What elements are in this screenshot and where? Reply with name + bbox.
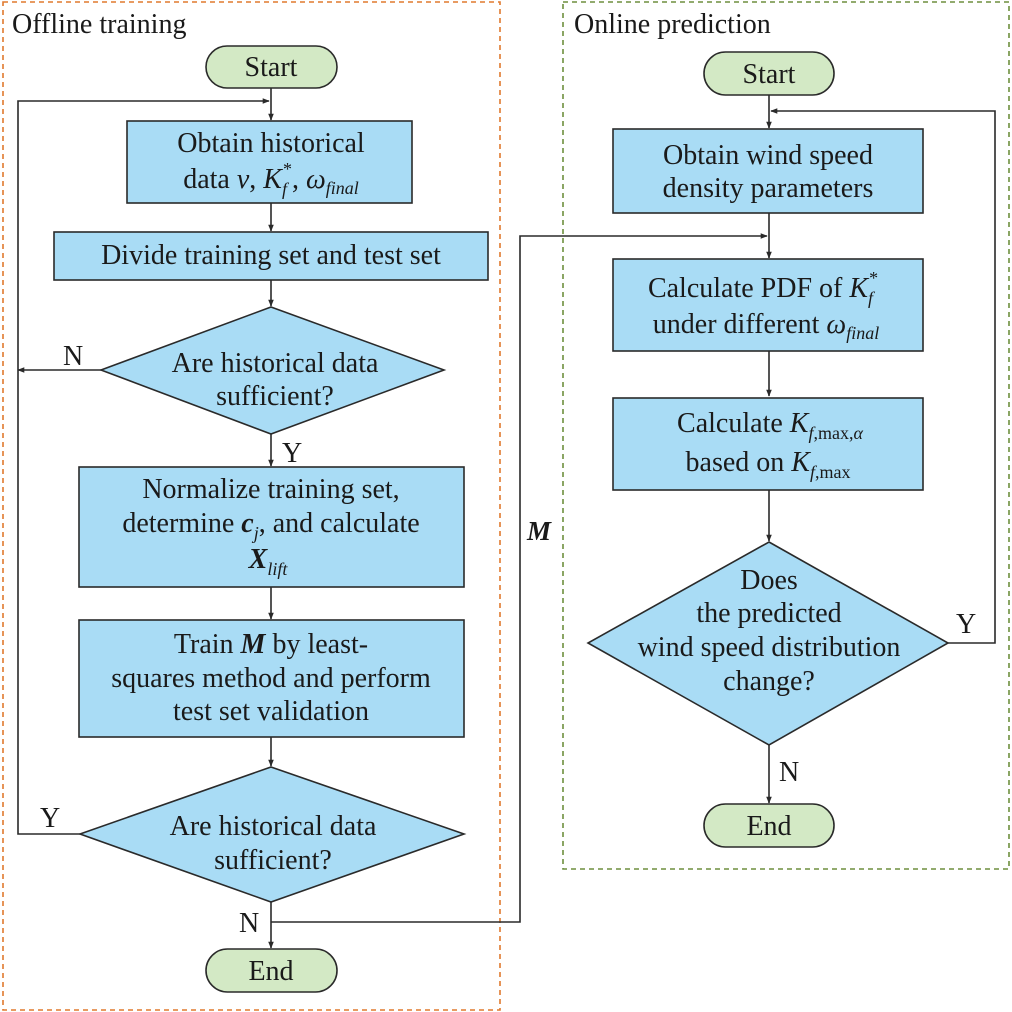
decision-2-no-label: N — [239, 908, 259, 939]
online-decision-line1: Does — [740, 565, 798, 596]
decision-1-line2: sufficient? — [216, 381, 334, 412]
offline-section-title: Offline training — [12, 9, 186, 40]
distribution-change-decision — [586, 541, 950, 746]
calculate-kfmax-line1: Calculate Kf,max,α — [677, 408, 863, 443]
calculate-kfmax-line2: based on Kf,max — [686, 447, 851, 482]
normalize-line1: Normalize training set, — [142, 474, 399, 505]
online-end-label: End — [746, 811, 791, 842]
online-decision-line2: the predicted — [696, 598, 841, 629]
online-start-label: Start — [743, 59, 796, 90]
online-decision-line3: wind speed distribution — [638, 632, 901, 663]
train-line1: Train M by least- — [174, 629, 368, 660]
data-sufficient-decision-1 — [98, 306, 447, 435]
obtain-wind-speed-box — [612, 128, 924, 214]
calculate-pdf-line1: Calculate PDF of Kf* — [648, 268, 878, 308]
calculate-kfmax-box — [612, 397, 924, 491]
decision-2-line1: Are historical data — [170, 811, 377, 842]
normalize-line3: Xlift — [248, 544, 289, 579]
normalize-line2: determine cj, and calculate — [122, 508, 419, 543]
decision-2-line2: sufficient? — [214, 845, 332, 876]
divide-dataset-box — [53, 231, 489, 281]
offline-end-label: End — [248, 956, 293, 987]
online-connectors — [766, 95, 996, 804]
online-decision-line4: change? — [723, 666, 815, 697]
online-start-terminal — [703, 51, 835, 96]
train-line2: squares method and perform — [111, 663, 431, 694]
decision-1-no-label: N — [63, 341, 83, 372]
obtain-wind-line1: Obtain wind speed — [663, 140, 873, 171]
offline-start-label: Start — [245, 52, 298, 83]
offline-start-terminal — [205, 45, 338, 89]
train-line3: test set validation — [173, 696, 369, 727]
obtain-wind-line2: density parameters — [663, 173, 874, 204]
online-decision-yes-label: Y — [956, 609, 976, 640]
model-transfer-label: M — [526, 516, 552, 546]
calculate-pdf-line2: under different ωfinal — [653, 309, 879, 343]
decision-2-yes-label: Y — [40, 803, 60, 834]
data-sufficient-decision-2 — [77, 766, 467, 903]
offline-end-terminal — [205, 948, 338, 993]
obtain-historical-data-box — [126, 120, 413, 204]
online-decision-no-label: N — [779, 757, 799, 788]
decision-1-yes-label: Y — [282, 438, 302, 469]
online-end-terminal — [703, 803, 835, 848]
calculate-pdf-box — [612, 258, 924, 352]
normalize-training-set-box — [78, 466, 465, 588]
decision-1-line1: Are historical data — [172, 348, 379, 379]
offline-training-frame — [2, 1, 501, 1011]
divide-dataset-label: Divide training set and test set — [101, 240, 441, 271]
obtain-historical-line1: Obtain historical — [177, 128, 365, 159]
online-section-title: Online prediction — [574, 9, 771, 40]
offline-connectors — [17, 88, 768, 949]
obtain-historical-line2: data v, Kf*, ωfinal — [183, 159, 359, 199]
train-model-box — [78, 619, 465, 738]
